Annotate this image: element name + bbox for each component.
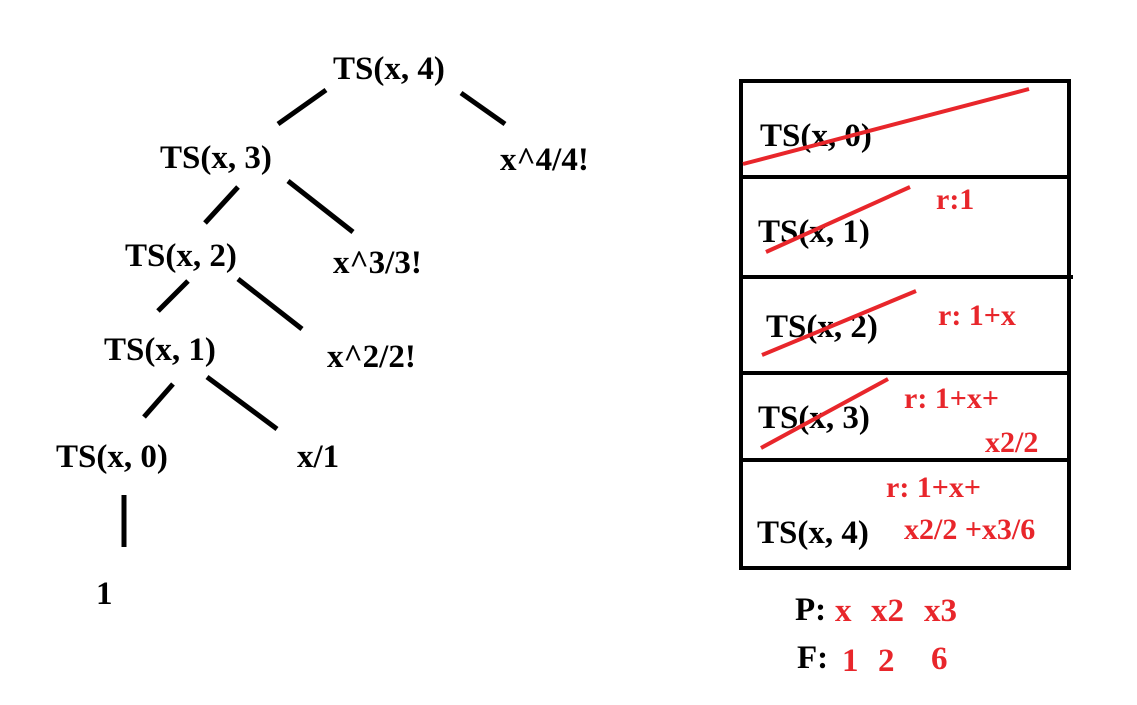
tree-node-ts0: TS(x, 0) xyxy=(56,439,168,475)
stack-frame: TS(x, 3) r: 1+x+ x2/2 xyxy=(758,377,1038,459)
tree-node-term1: x/1 xyxy=(297,439,339,475)
edge-ts4-t4 xyxy=(459,90,507,127)
stack-frame: TS(x, 2) r: 1+x xyxy=(761,289,1016,357)
strike-mark xyxy=(765,185,911,254)
power-value: x2 xyxy=(871,593,904,629)
edge-ts2-t2 xyxy=(236,277,304,331)
return-value-note: r: 1+x+ xyxy=(886,471,981,504)
stack-frame-label: TS(x, 4) xyxy=(757,515,869,551)
return-value-note: r: 1+x xyxy=(938,299,1016,332)
tree-node-term2: x^2/2! xyxy=(327,339,416,375)
power-label: P: xyxy=(795,592,826,628)
call-stack: TS(x, 0) TS(x, 1) r:1 TS(x, 2) r: 1+x TS… xyxy=(739,79,1073,570)
return-value-note: x2/2 xyxy=(985,426,1038,459)
stack-frame: TS(x, 4) r: 1+x+ x2/2 +x3/6 xyxy=(757,471,1035,551)
tree-node-base: 1 xyxy=(96,576,113,612)
strike-mark xyxy=(761,289,917,357)
edge-ts1-t1 xyxy=(205,374,279,432)
power-value: x3 xyxy=(924,593,957,629)
edge-ts2-ts1 xyxy=(156,279,190,313)
strike-mark xyxy=(742,87,1030,166)
stack-outline xyxy=(739,79,1071,570)
tree-node-ts3: TS(x, 3) xyxy=(160,140,272,176)
stack-frame: TS(x, 1) r:1 xyxy=(758,183,974,254)
stack-frame: TS(x, 0) xyxy=(742,87,1030,166)
return-value-note: r:1 xyxy=(936,183,974,216)
tree-node-term3: x^3/3! xyxy=(333,245,422,281)
factorial-value: 2 xyxy=(878,643,895,679)
edge-ts1-ts0 xyxy=(142,382,175,419)
return-value-note: x2/2 +x3/6 xyxy=(904,513,1035,546)
factorial-value: 1 xyxy=(842,643,859,679)
recursion-tree xyxy=(121,87,507,547)
tree-node-ts2: TS(x, 2) xyxy=(125,238,237,274)
power-value: x xyxy=(835,593,852,629)
return-value-note: r: 1+x+ xyxy=(904,382,999,415)
edge-ts3-ts2 xyxy=(203,185,240,225)
tree-node-ts4: TS(x, 4) xyxy=(333,51,445,87)
factorial-value: 6 xyxy=(931,641,948,677)
tree-node-ts1: TS(x, 1) xyxy=(104,332,216,368)
factorial-label: F: xyxy=(797,640,828,676)
tree-node-term4: x^4/4! xyxy=(500,142,589,178)
strike-mark xyxy=(760,377,889,450)
accumulators: P: x x2 x3 F: 1 2 6 xyxy=(795,592,957,679)
edge-ts4-ts3 xyxy=(276,87,328,127)
edge-ts3-t3 xyxy=(286,179,355,234)
